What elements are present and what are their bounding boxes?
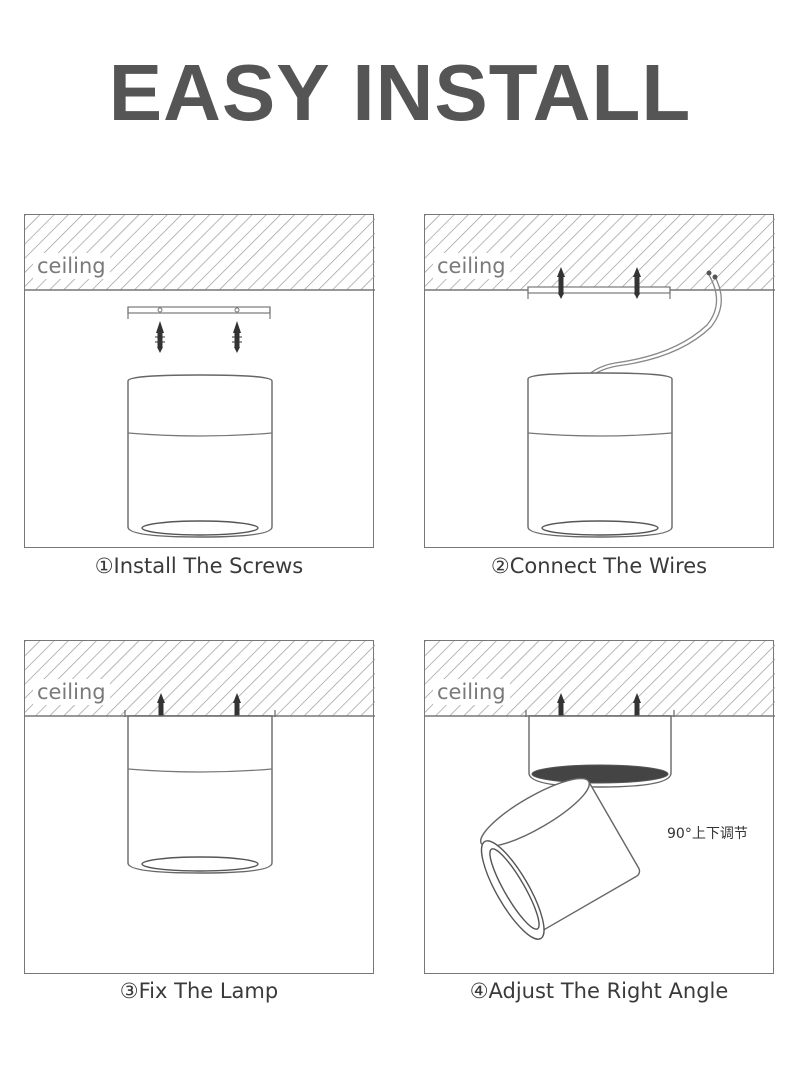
lamp-body [124,710,276,874]
screw-icon [557,267,565,299]
mounting-bracket [127,306,271,319]
wire [582,270,722,383]
ceiling-label: ceiling [33,679,110,705]
ceiling-label: ceiling [433,679,510,705]
ceiling-label: ceiling [33,253,110,279]
screw-icon [232,321,242,353]
angle-note: 90°上下调节 [667,826,748,842]
screw-icon [633,693,641,717]
lamp-head [480,777,641,940]
ceiling-label: ceiling [433,253,510,279]
screw-icon [557,693,565,717]
step-4-caption: ④Adjust The Right Angle [469,979,729,1003]
step-1-caption: ①Install The Screws [94,554,304,578]
step-3-caption: ③Fix The Lamp [119,979,279,1003]
mounting-bracket [527,286,671,299]
page-title: EASY INSTALL [108,48,692,137]
screw-icon [233,693,241,717]
screw-icon [157,693,165,717]
step-3-panel: ceiling [24,640,375,974]
screw-icon [155,321,165,353]
step-1-panel: ceiling [24,214,375,548]
lamp-base [525,710,675,788]
screw-icon [633,267,641,299]
step-2-panel: ceiling [424,214,775,548]
lamp-body [527,372,673,538]
lamp-body [127,374,273,538]
step-4-panel: ceiling 90°上下调节 [424,640,775,974]
step-2-caption: ②Connect The Wires [490,554,708,578]
